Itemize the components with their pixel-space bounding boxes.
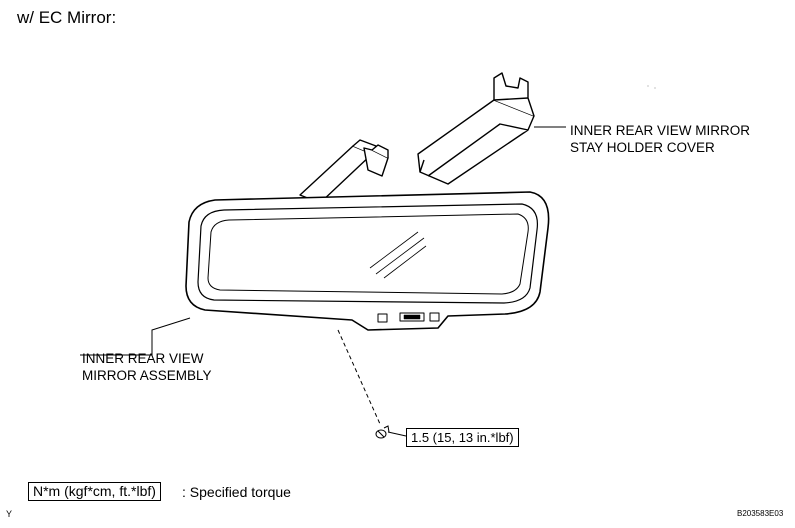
legend-description: : Specified torque [182, 484, 291, 500]
stay-holder-cover-label: INNER REAR VIEW MIRROR STAY HOLDER COVER [570, 122, 750, 156]
figure-code: B203583E03 [737, 509, 784, 518]
dot-mark [654, 87, 656, 89]
torque-unit-legend: N*m (kgf*cm, ft.*lbf) [28, 482, 161, 501]
mirror-assembly [185, 191, 550, 331]
leader-lines [80, 126, 566, 437]
page-heading: w/ EC Mirror: [17, 8, 117, 27]
screw-axis-line [337, 329, 381, 425]
torque-spec-box: 1.5 (15, 13 in.*lbf) [406, 428, 519, 447]
dot-mark [647, 85, 649, 87]
mirror-label-line1: INNER REAR VIEW [82, 351, 204, 366]
cover-label-line2: STAY HOLDER COVER [570, 140, 715, 155]
corner-mark: Y [6, 509, 13, 519]
stay-holder-cover [417, 72, 535, 185]
mirror-label-line2: MIRROR ASSEMBLY [82, 368, 212, 383]
mirror-stay [299, 139, 389, 204]
screw-icon [375, 425, 390, 439]
mirror-assembly-label: INNER REAR VIEW MIRROR ASSEMBLY [82, 350, 212, 384]
cover-label-line1: INNER REAR VIEW MIRROR [570, 123, 751, 138]
